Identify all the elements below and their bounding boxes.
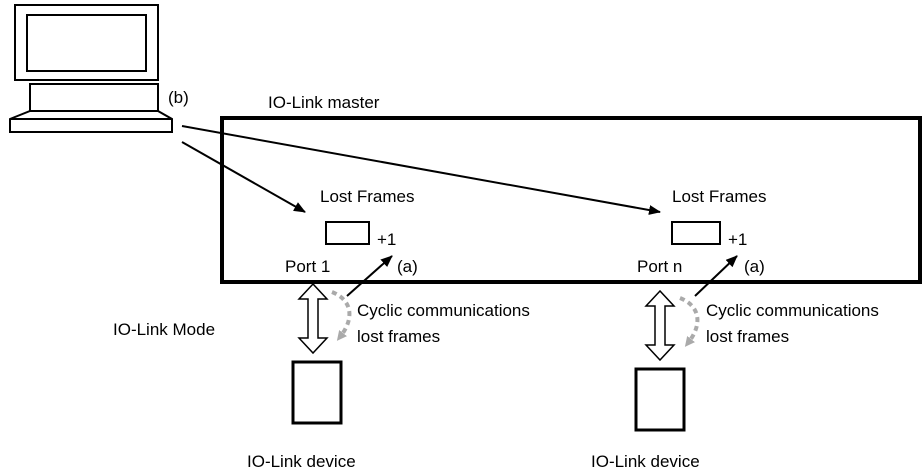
portn-cyclic-dashed-arrow-icon <box>679 296 700 347</box>
portn-double-arrow-icon <box>644 289 676 362</box>
port1-counter-title: Lost Frames <box>320 187 415 206</box>
port1-name: Port 1 <box>285 257 331 276</box>
computer-icon <box>9 4 173 133</box>
port1-increment: +1 <box>377 230 397 249</box>
pc-to-port1-arrow <box>181 141 306 213</box>
io-link-master-box <box>220 116 922 284</box>
io-link-device-n-icon <box>634 367 686 432</box>
portn-event-ref: (a) <box>744 257 765 276</box>
port1-event-arrow <box>346 255 393 297</box>
portn-counter-box <box>671 221 721 245</box>
port1-double-arrow-icon <box>297 282 329 355</box>
pc-to-portn-arrow <box>181 125 661 215</box>
portn-increment: +1 <box>728 230 748 249</box>
portn-counter-title: Lost Frames <box>672 187 767 206</box>
portn-event-arrow <box>694 255 738 297</box>
io-link-device-1-icon <box>291 360 343 425</box>
pc-callout-label: (b) <box>168 88 189 107</box>
io-link-device-1-label: IO-Link device <box>247 452 356 471</box>
io-link-mode-label: IO-Link Mode <box>113 320 216 339</box>
portn-cyclic-label-line2: lost frames <box>706 327 790 346</box>
port1-counter-box <box>325 221 370 245</box>
io-link-device-n-label: IO-Link device <box>591 452 700 471</box>
port1-cyclic-label-line2: lost frames <box>357 327 441 346</box>
portn-name: Port n <box>637 257 683 276</box>
port1-event-ref: (a) <box>397 257 418 276</box>
port1-cyclic-label-line1: Cyclic communications <box>357 301 530 320</box>
io-link-master-title: IO-Link master <box>268 93 380 112</box>
port1-cyclic-dashed-arrow-icon <box>331 290 352 341</box>
portn-cyclic-label-line1: Cyclic communications <box>706 301 879 320</box>
